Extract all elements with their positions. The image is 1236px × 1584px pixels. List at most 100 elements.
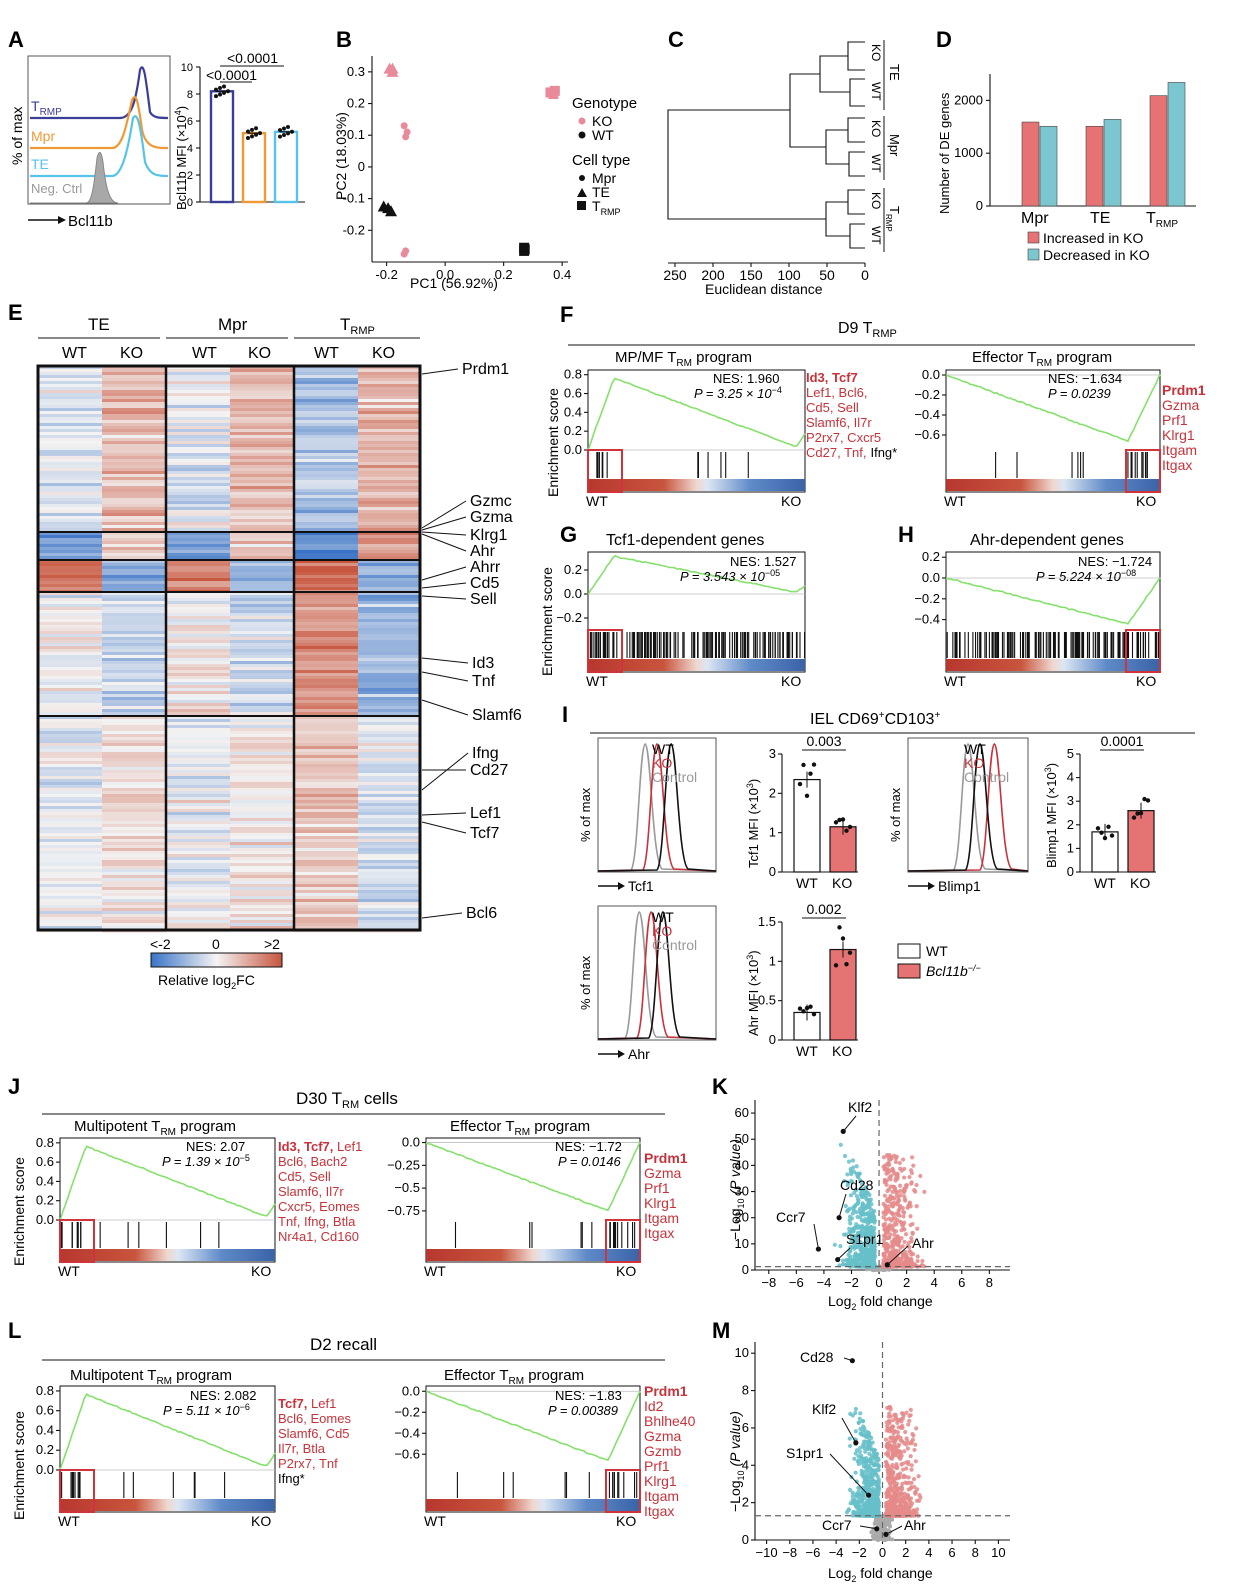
heat-cell [358, 417, 421, 421]
heat-cell [166, 595, 231, 599]
heat-cell [38, 532, 103, 536]
heat-cell [102, 519, 167, 523]
heat-cell [294, 845, 359, 849]
heat-cell [358, 815, 421, 819]
heat-cell [166, 405, 231, 409]
heat-cell [358, 495, 421, 499]
heat-cell [358, 697, 421, 701]
h-p: P = 5.224 × 10−08 [1036, 568, 1136, 584]
heat-cell [166, 824, 231, 828]
heat-cell [230, 722, 295, 726]
volcano-point-up [908, 1407, 913, 1412]
heat-cell [166, 658, 231, 662]
heat-cell [102, 375, 167, 379]
heat-cell [166, 688, 231, 692]
heat-cell [102, 587, 167, 591]
heat-cell [230, 712, 295, 716]
gsea-frame [59, 1137, 276, 1263]
hist-ylabel: % of max [578, 787, 593, 842]
heat-cell [358, 893, 421, 897]
g-title: Tcf1-dependent genes [606, 532, 764, 549]
heat-cell [166, 450, 231, 454]
gene-label-id3: Id3 [472, 655, 494, 672]
volcano-point-down [856, 1491, 861, 1497]
heat-cell [166, 764, 231, 768]
y-tick-label: 8 [187, 89, 193, 101]
volcano-point-up [901, 1157, 906, 1162]
svg-text:Prf1: Prf1 [644, 1458, 670, 1474]
volcano-point-down [862, 1446, 867, 1451]
volcano-point-down [854, 1237, 859, 1242]
heat-cell [230, 706, 295, 710]
heat-cell [38, 833, 103, 837]
heat-cell [294, 887, 359, 891]
volcano-point-down [875, 1474, 880, 1479]
heat-cell [230, 541, 295, 545]
panel-letter-l: L [8, 1318, 21, 1343]
heat-cell [358, 824, 421, 828]
heat-cell [358, 426, 421, 430]
heat-cell [38, 489, 103, 493]
volcano-point-up [901, 1504, 906, 1509]
heat-cell [166, 893, 231, 897]
volcano-point-up [889, 1465, 894, 1470]
volcano-point-down [866, 1202, 871, 1207]
histogram-curve [907, 743, 1029, 872]
volcano-point-up [904, 1466, 909, 1471]
heat-cell [230, 875, 295, 879]
heat-cell [294, 584, 359, 588]
heat-cell [230, 619, 295, 623]
heat-cell [166, 731, 231, 735]
heat-cell [166, 604, 231, 608]
heat-cell [166, 563, 231, 567]
enrichment-curve [59, 1145, 276, 1221]
heat-cell [230, 640, 295, 644]
x-tick-label: −2 [844, 1275, 859, 1290]
heat-cell [230, 369, 295, 373]
gene-connector [421, 566, 467, 581]
heat-cell [102, 914, 167, 918]
heat-cell [358, 700, 421, 704]
heat-cell [38, 848, 103, 852]
volcano-point-down [846, 1260, 851, 1265]
volcano-point-up [915, 1254, 920, 1259]
heat-cell [38, 869, 103, 873]
heat-cell [102, 893, 167, 897]
volcano-point-up [890, 1513, 895, 1518]
volcano-point-ns [885, 1517, 890, 1522]
heat-cell [358, 489, 421, 493]
heat-cell [38, 420, 103, 424]
volcano-point-down [840, 1262, 845, 1267]
volcano-point-down [851, 1169, 856, 1174]
heat-cell [38, 637, 103, 641]
svg-text:Itgax: Itgax [644, 1225, 674, 1241]
volcano-point-up [893, 1237, 898, 1242]
heat-cell [358, 758, 421, 762]
heat-cell [358, 405, 421, 409]
heat-cell [102, 709, 167, 713]
volcano-point-ns [869, 1530, 874, 1535]
volcano-point-down [868, 1234, 873, 1239]
heat-cell [358, 471, 421, 475]
volcano-point-down [846, 1252, 851, 1258]
heat-cell [358, 598, 421, 602]
volcano-point-up [890, 1195, 895, 1200]
legend-wt: WT [592, 127, 614, 143]
heat-cell [294, 664, 359, 668]
bar-dot [1135, 811, 1140, 816]
heat-cell [102, 902, 167, 906]
volcano-point-up [913, 1459, 918, 1464]
heat-cell [294, 607, 359, 611]
heat-cell [294, 541, 359, 545]
heat-cell [166, 387, 231, 391]
heat-cell [102, 411, 167, 415]
svg-text:Klrg1: Klrg1 [644, 1195, 677, 1211]
heat-cell [358, 595, 421, 599]
volcano-point-up [881, 1215, 886, 1220]
volcano-point-up [915, 1226, 920, 1231]
heat-cell [230, 667, 295, 671]
volcano-point-up [912, 1484, 917, 1490]
volcano-point-up [900, 1512, 905, 1518]
y-tick-label: −0.4 [914, 407, 940, 422]
gene-label-ahr: Ahr [904, 1517, 926, 1533]
